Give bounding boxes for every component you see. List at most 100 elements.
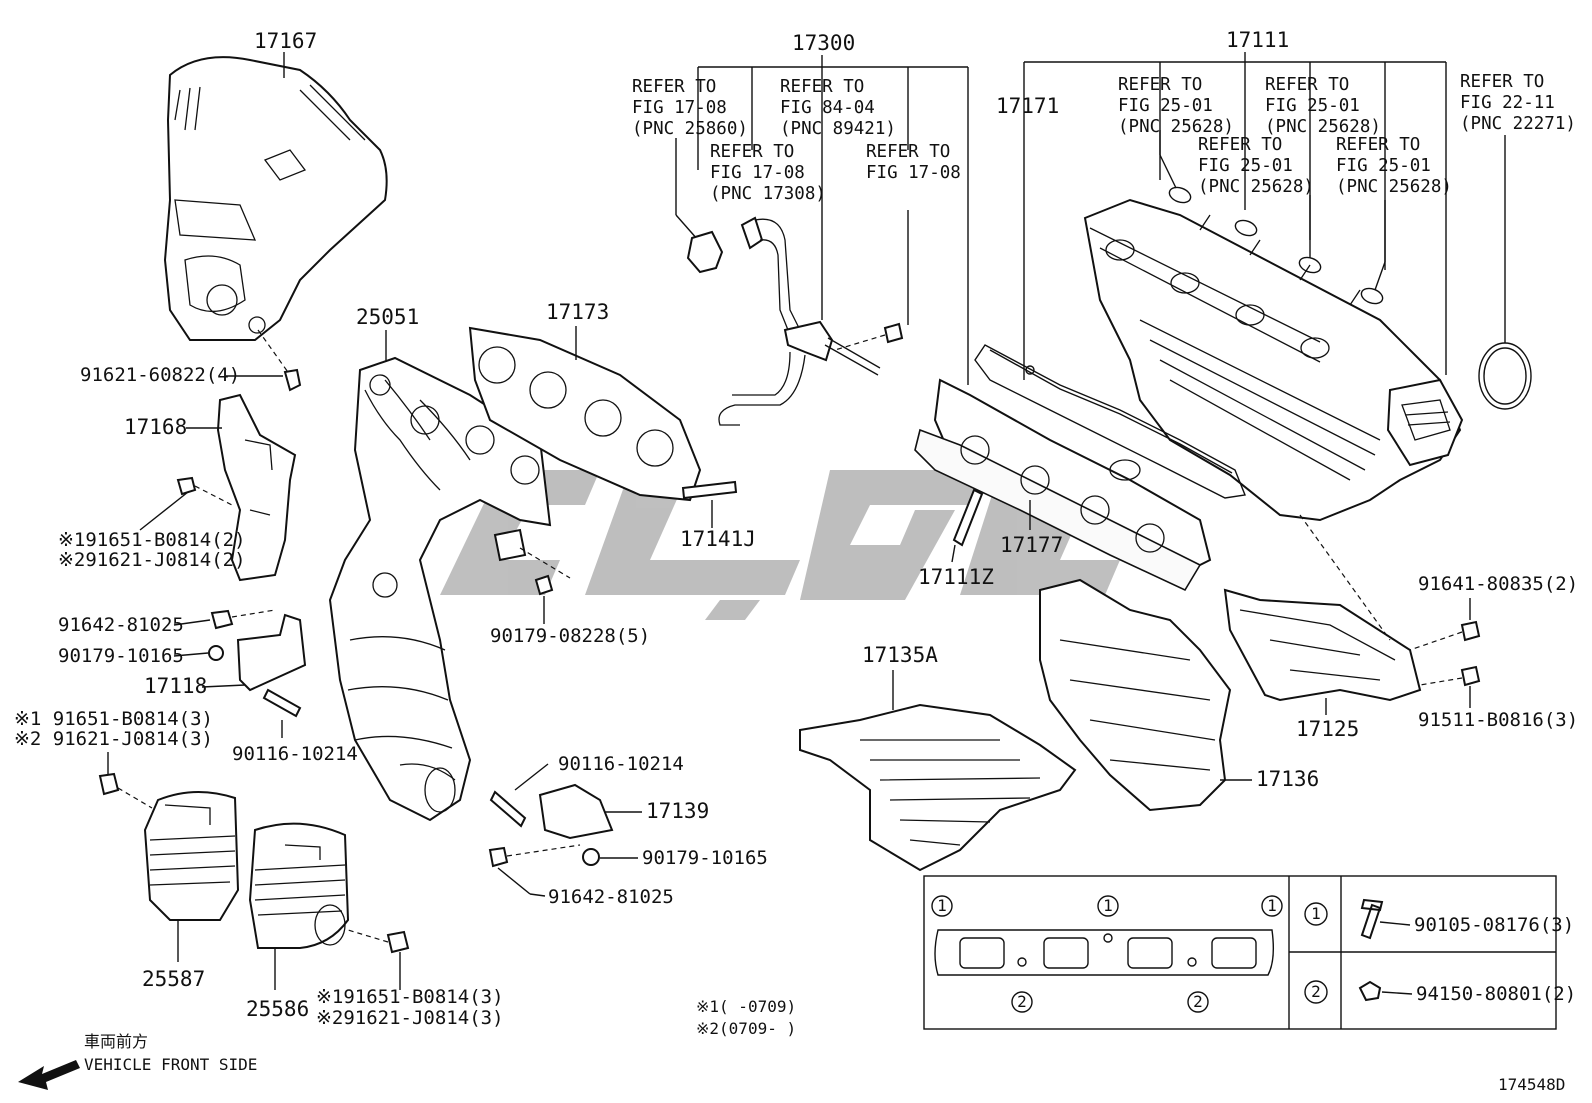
diagram-id: 174548D xyxy=(1498,1075,1565,1094)
svg-text:1: 1 xyxy=(1311,904,1321,923)
svg-text:(PNC 25628): (PNC 25628) xyxy=(1198,177,1314,197)
label-17167: 17167 xyxy=(254,29,317,53)
legend-row1-part: 90105-08176(3) xyxy=(1414,914,1574,936)
svg-text:FIG 22-11: FIG 22-11 xyxy=(1460,93,1555,113)
refer-to-25628-c: REFER TO FIG 25-01 (PNC 25628) xyxy=(1198,135,1314,197)
label-17111Z: 17111Z xyxy=(918,565,994,589)
label-25587: 25587 xyxy=(142,967,205,991)
svg-text:FIG 84-04: FIG 84-04 xyxy=(780,98,875,118)
refer-to-25628-b: REFER TO FIG 25-01 (PNC 25628) xyxy=(1265,75,1381,137)
part-17167-heat-insulator xyxy=(163,56,388,341)
label-17168: 17168 xyxy=(124,415,187,439)
stud-17111z xyxy=(952,488,984,547)
label-91641: 91641-80835(2) xyxy=(1418,573,1578,595)
svg-text:FIG 17-08: FIG 17-08 xyxy=(710,163,805,183)
label-17135A: 17135A xyxy=(862,643,938,667)
refer-to-25860: REFER TO FIG 17-08 (PNC 25860) xyxy=(632,77,748,139)
front-side-en: VEHICLE FRONT SIDE xyxy=(84,1055,257,1074)
bolt-left-25587 xyxy=(98,752,153,809)
part-17111-intake-manifold xyxy=(1083,198,1464,522)
svg-text:(PNC 25628): (PNC 25628) xyxy=(1265,117,1381,137)
part-25587-heat-shield xyxy=(143,790,240,921)
refer-to-17308: REFER TO FIG 17-08 (PNC 17308) xyxy=(710,142,826,204)
svg-text:FIG 25-01: FIG 25-01 xyxy=(1118,96,1213,116)
svg-text:2: 2 xyxy=(1193,992,1203,1011)
svg-text:REFER TO: REFER TO xyxy=(1118,75,1202,95)
svg-text:REFER TO: REFER TO xyxy=(1265,75,1349,95)
refer-to-22271: REFER TO FIG 22-11 (PNC 22271) xyxy=(1460,72,1576,134)
part-17177-spacer xyxy=(914,378,1212,592)
svg-text:1: 1 xyxy=(937,896,947,915)
legend-box: 1 1 1 2 2 1 2 xyxy=(923,875,1557,1030)
bolt-91641-80835 xyxy=(1409,598,1481,651)
label-17177: 17177 xyxy=(1000,533,1063,557)
svg-text:FIG 17-08: FIG 17-08 xyxy=(866,163,961,183)
bolt-right-25586 xyxy=(347,929,410,990)
svg-text:(PNC 22271): (PNC 22271) xyxy=(1460,114,1576,134)
label-90179-10165-a: 90179-10165 xyxy=(58,645,184,667)
svg-text:REFER TO: REFER TO xyxy=(632,77,716,97)
svg-text:REFER TO: REFER TO xyxy=(710,142,794,162)
svg-text:REFER TO: REFER TO xyxy=(1336,135,1420,155)
svg-text:REFER TO: REFER TO xyxy=(1198,135,1282,155)
svg-text:(PNC 25628): (PNC 25628) xyxy=(1336,177,1452,197)
label-17125: 17125 xyxy=(1296,717,1359,741)
svg-text:(PNC 25860): (PNC 25860) xyxy=(632,119,748,139)
part-17300-hose xyxy=(675,138,909,426)
label-25051: 25051 xyxy=(356,305,419,329)
svg-text:REFER TO: REFER TO xyxy=(866,142,950,162)
label-17139: 17139 xyxy=(646,799,709,823)
part-17125-bracket xyxy=(1223,588,1422,702)
label-90116-10214-a: 90116-10214 xyxy=(232,743,358,765)
label-2-91621-3a: ※2 91621-J0814(3) xyxy=(14,728,213,750)
part-25051-exhaust-manifold xyxy=(328,356,552,822)
svg-text:2: 2 xyxy=(1311,982,1321,1001)
note-1: ※1( -0709) xyxy=(696,997,796,1016)
label-1-91651-3b: ※191651-B0814(3) xyxy=(316,986,504,1008)
label-1-91651-3a: ※1 91651-B0814(3) xyxy=(14,708,213,730)
part-17171-gasket xyxy=(974,344,1246,499)
label-91511: 91511-B0816(3) xyxy=(1418,709,1578,731)
label-17136: 17136 xyxy=(1256,767,1319,791)
svg-text:FIG 17-08: FIG 17-08 xyxy=(632,98,727,118)
label-17141J: 17141J xyxy=(680,527,756,551)
label-17118: 17118 xyxy=(144,674,207,698)
label-90116-10214-b: 90116-10214 xyxy=(558,753,684,775)
part-17135a-insulator xyxy=(799,703,1077,872)
svg-text:FIG 25-01: FIG 25-01 xyxy=(1265,96,1360,116)
bolt-91651-b0814 xyxy=(176,476,233,506)
svg-text:2: 2 xyxy=(1017,992,1027,1011)
label-25586: 25586 xyxy=(246,997,309,1021)
part-17139-bracket xyxy=(488,783,614,868)
refer-to-25628-a: REFER TO FIG 25-01 (PNC 25628) xyxy=(1118,75,1234,137)
refer-to-25628-d: REFER TO FIG 25-01 (PNC 25628) xyxy=(1336,135,1452,197)
bolt-91511-b0816 xyxy=(1419,665,1481,708)
label-17111: 17111 xyxy=(1226,28,1289,52)
label-191651: ※191651-B0814(2) xyxy=(58,529,246,551)
svg-text:REFER TO: REFER TO xyxy=(1460,72,1544,92)
refer-to-17-08: REFER TO FIG 17-08 xyxy=(866,142,961,183)
svg-text:(PNC 89421): (PNC 89421) xyxy=(780,119,896,139)
svg-text:FIG 25-01: FIG 25-01 xyxy=(1336,156,1431,176)
label-91642-81025-a: 91642-81025 xyxy=(58,614,184,636)
svg-text:1: 1 xyxy=(1103,896,1113,915)
label-17173: 17173 xyxy=(546,300,609,324)
nut-90179-08228 xyxy=(534,574,554,596)
label-291621: ※291621-J0814(2) xyxy=(58,549,246,571)
label-17171: 17171 xyxy=(996,94,1059,118)
label-91642-81025-b: 91642-81025 xyxy=(548,886,674,908)
label-90179-08228: 90179-08228(5) xyxy=(490,625,650,647)
part-25586-heat-shield xyxy=(248,822,350,949)
part-17173-gasket xyxy=(468,326,702,502)
part-17118-bracket xyxy=(208,609,307,718)
svg-text:(PNC 17308): (PNC 17308) xyxy=(710,184,826,204)
leader-17300 xyxy=(697,55,969,385)
o-rings xyxy=(1159,130,1532,410)
label-90179-10165-b: 90179-10165 xyxy=(642,847,768,869)
front-side-jp: 車両前方 xyxy=(84,1032,148,1051)
part-17168-bracket xyxy=(216,393,297,582)
refer-to-89421: REFER TO FIG 84-04 (PNC 89421) xyxy=(780,77,896,139)
note-2: ※2(0709- ) xyxy=(696,1019,796,1038)
